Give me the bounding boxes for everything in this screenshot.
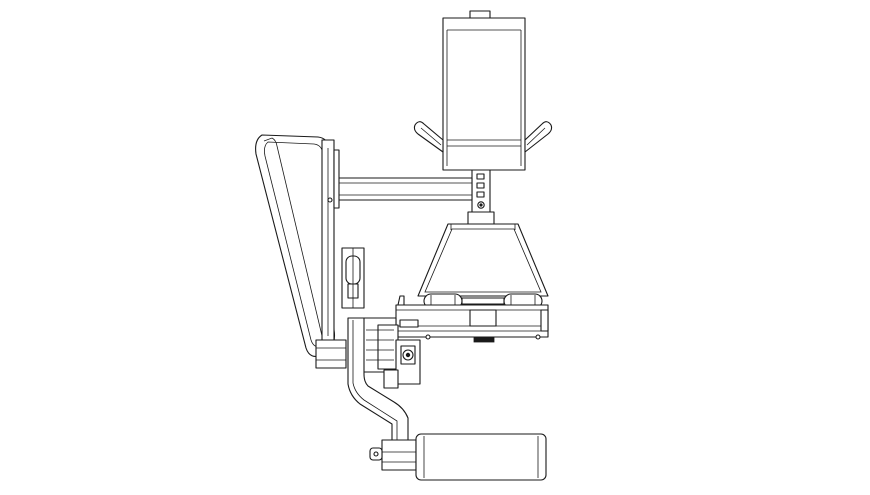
adjustment-lever <box>397 295 419 328</box>
foot-pad-connector <box>369 439 417 471</box>
bent-support-arm <box>347 317 409 453</box>
seat-frame <box>315 339 347 369</box>
roller-axle <box>461 297 505 305</box>
left-handle <box>413 121 444 153</box>
leg-press-housing <box>417 223 549 297</box>
backrest-frame <box>321 139 340 341</box>
base-platform <box>395 304 549 343</box>
foot-roller-pad <box>415 433 547 481</box>
pivot-assembly <box>341 247 365 309</box>
right-handle <box>524 121 553 153</box>
horizontal-arm <box>333 177 473 201</box>
gear-mechanism <box>361 317 421 389</box>
weight-stack-housing <box>442 10 526 171</box>
adjustment-post <box>467 169 495 227</box>
